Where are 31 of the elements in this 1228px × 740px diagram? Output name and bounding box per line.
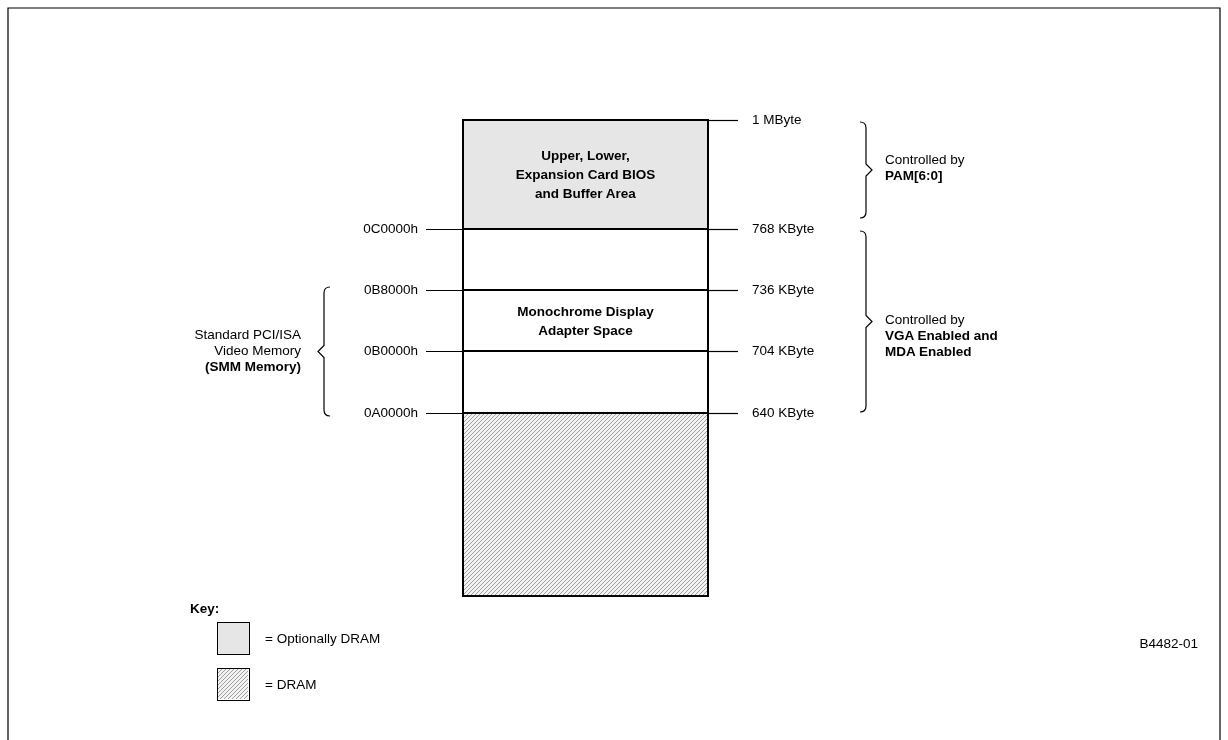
leader-line xyxy=(708,119,739,122)
leader-line xyxy=(425,412,463,415)
bracket-label: Standard PCI/ISA Video Memory (SMM Memory) xyxy=(193,327,301,375)
address-label: 640 KByte xyxy=(752,405,815,421)
figure-number: B4482-01 xyxy=(1139,636,1198,652)
region-label: Upper, Lower, Expansion Card BIOS and Buffer Area xyxy=(514,147,657,203)
leader-line xyxy=(425,350,463,353)
legend-label: = Optionally DRAM xyxy=(265,631,381,647)
leader-line xyxy=(708,228,739,231)
key-title: Key: xyxy=(190,601,220,617)
bracket-label: Controlled by PAM[6:0] xyxy=(885,152,966,184)
memory-region-box xyxy=(462,289,709,352)
address-label: 0B8000h xyxy=(363,282,418,298)
address-label: 0C0000h xyxy=(363,221,418,237)
address-label: 736 KByte xyxy=(752,282,815,298)
leader-line xyxy=(708,412,739,415)
address-label: 0B0000h xyxy=(363,343,418,359)
memory-region-box xyxy=(462,119,709,230)
legend-label: = DRAM xyxy=(265,677,317,693)
address-label: 0A0000h xyxy=(363,405,418,421)
dram-region-box xyxy=(462,412,709,597)
bracket-label: Controlled by VGA Enabled and MDA Enabled xyxy=(885,312,999,360)
leader-line xyxy=(425,289,463,292)
memory-region-box xyxy=(462,228,709,291)
address-label: 1 MByte xyxy=(752,112,802,128)
address-label: 768 KByte xyxy=(752,221,815,237)
region-label: Monochrome Display Adapter Space xyxy=(516,302,655,340)
leader-line xyxy=(708,350,739,353)
leader-line xyxy=(425,228,463,231)
address-label: 704 KByte xyxy=(752,343,815,359)
leader-line xyxy=(708,289,739,292)
